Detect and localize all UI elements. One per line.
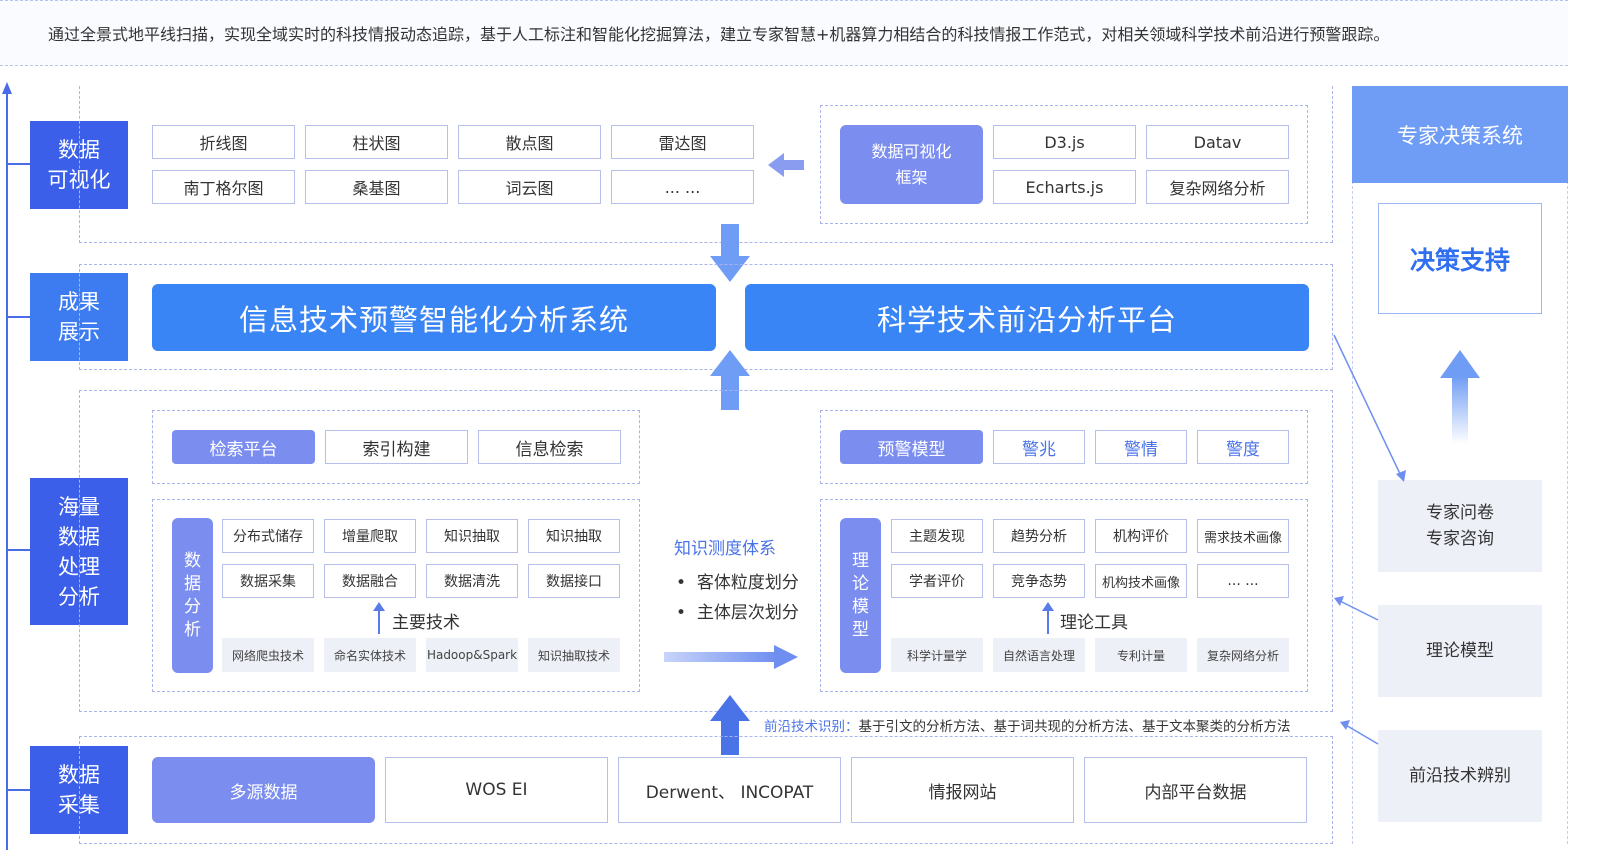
up-arrow-small-icon — [373, 602, 385, 634]
tool-item: 复杂网络分析 — [1197, 638, 1289, 672]
knowledge-item-text: 主体层次划分 — [696, 603, 799, 623]
theory-item: ... ... — [1197, 564, 1289, 598]
search-item: 索引构建 — [325, 430, 468, 464]
knowledge-item-text: 客体粒度划分 — [696, 573, 799, 593]
theory-model-label: 理 论 模 型 — [840, 518, 881, 673]
framework-item: D3.js — [993, 125, 1136, 159]
expert-connectors — [1333, 334, 1406, 745]
chart-type: 词云图 — [458, 170, 601, 204]
analysis-item: 知识抽取 — [426, 519, 518, 553]
decision-support: 决策支持 — [1378, 203, 1542, 314]
header-description: 通过全景式地平线扫描，实现全域实时的科技情报动态追踪，基于人工标注和智能化挖掘算… — [0, 0, 1568, 66]
frontier-tech-prefix: 前沿技术识别： — [764, 719, 859, 735]
up-arrow-icon — [710, 350, 750, 410]
visualization-section — [79, 86, 1333, 243]
chart-type: 雷达图 — [611, 125, 754, 159]
theory-item: 竞争态势 — [993, 564, 1085, 598]
search-platform-label: 检索平台 — [172, 430, 315, 464]
knowledge-item-1: • 客体粒度划分 — [676, 573, 799, 593]
chart-type: ... ... — [611, 170, 754, 204]
warning-item: 警度 — [1197, 430, 1289, 464]
theory-item: 机构评价 — [1095, 519, 1187, 553]
vis-framework-label: 数据可视化 框架 — [840, 125, 983, 204]
left-arrow-icon — [768, 153, 804, 177]
source-item: 内部平台数据 — [1084, 757, 1307, 823]
chart-type: 折线图 — [152, 125, 295, 159]
search-item: 信息检索 — [478, 430, 621, 464]
processing-section — [79, 390, 1333, 712]
chart-type: 南丁格尔图 — [152, 170, 295, 204]
left-axis-arrow — [2, 82, 30, 850]
expert-consult: 专家问卷 专家咨询 — [1378, 480, 1542, 572]
down-arrow-icon — [710, 224, 750, 282]
tech-item: 知识抽取技术 — [528, 638, 620, 672]
tool-item: 自然语言处理 — [993, 638, 1085, 672]
theory-item: 需求技术画像 — [1197, 519, 1289, 553]
analysis-item: 数据融合 — [324, 564, 416, 598]
theory-item: 主题发现 — [891, 519, 983, 553]
vis-framework-box — [820, 105, 1308, 224]
search-box — [152, 410, 640, 484]
right-arrow-icon — [664, 645, 798, 669]
expert-theory-model: 理论模型 — [1378, 605, 1542, 697]
source-multi: 多源数据 — [152, 757, 375, 823]
tech-item: Hadoop&Spark — [426, 638, 518, 672]
chart-type: 散点图 — [458, 125, 601, 159]
frontier-tech-text: 基于引文的分析方法、基于词共现的分析方法、基于文本聚类的分析方法 — [858, 719, 1291, 735]
knowledge-item-2: • 主体层次划分 — [676, 603, 799, 623]
warning-item: 警兆 — [993, 430, 1085, 464]
system-right: 科学技术前沿分析平台 — [745, 284, 1309, 351]
frontier-tech-line: 前沿技术识别：基于引文的分析方法、基于词共现的分析方法、基于文本聚类的分析方法 — [764, 715, 1291, 735]
analysis-item: 数据采集 — [222, 564, 314, 598]
analysis-item: 分布式储存 — [222, 519, 314, 553]
tech-item: 命名实体技术 — [324, 638, 416, 672]
warning-box — [820, 410, 1308, 484]
expert-title: 专家决策系统 — [1352, 86, 1568, 183]
expert-column — [1352, 86, 1568, 844]
collection-section — [79, 736, 1333, 844]
up-arrow-small-icon — [1042, 602, 1054, 634]
main-tech-label: 主要技术 — [392, 613, 460, 633]
warning-item: 警情 — [1095, 430, 1187, 464]
framework-item: Echarts.js — [993, 170, 1136, 204]
source-item: WOS EI — [385, 757, 608, 823]
analysis-item: 数据清洗 — [426, 564, 518, 598]
theory-tools-label: 理论工具 — [1060, 613, 1128, 633]
knowledge-title: 知识测度体系 — [674, 539, 776, 559]
system-left: 信息技术预警智能化分析系统 — [152, 284, 716, 351]
analysis-item: 知识抽取 — [528, 519, 620, 553]
source-item: 情报网站 — [851, 757, 1074, 823]
framework-item: 复杂网络分析 — [1146, 170, 1289, 204]
up-arrow-icon — [710, 695, 750, 755]
tool-item: 专利计量 — [1095, 638, 1187, 672]
theory-item: 学者评价 — [891, 564, 983, 598]
theory-box — [820, 499, 1308, 692]
chart-type: 柱状图 — [305, 125, 448, 159]
data-analysis-label: 数 据 分 析 — [172, 518, 213, 673]
source-item: Derwent、 INCOPAT — [618, 757, 841, 823]
theory-item: 趋势分析 — [993, 519, 1085, 553]
results-section — [79, 264, 1333, 370]
warning-model-label: 预警模型 — [840, 430, 983, 464]
theory-item: 机构技术画像 — [1095, 564, 1187, 598]
framework-item: Datav — [1146, 125, 1289, 159]
data-analysis-box — [152, 499, 640, 692]
chart-type: 桑基图 — [305, 170, 448, 204]
up-gradient-arrow-icon — [1440, 350, 1480, 444]
tool-item: 科学计量学 — [891, 638, 983, 672]
analysis-item: 数据接口 — [528, 564, 620, 598]
analysis-item: 增量爬取 — [324, 519, 416, 553]
expert-frontier: 前沿技术辨别 — [1378, 730, 1542, 822]
tech-item: 网络爬虫技术 — [222, 638, 314, 672]
